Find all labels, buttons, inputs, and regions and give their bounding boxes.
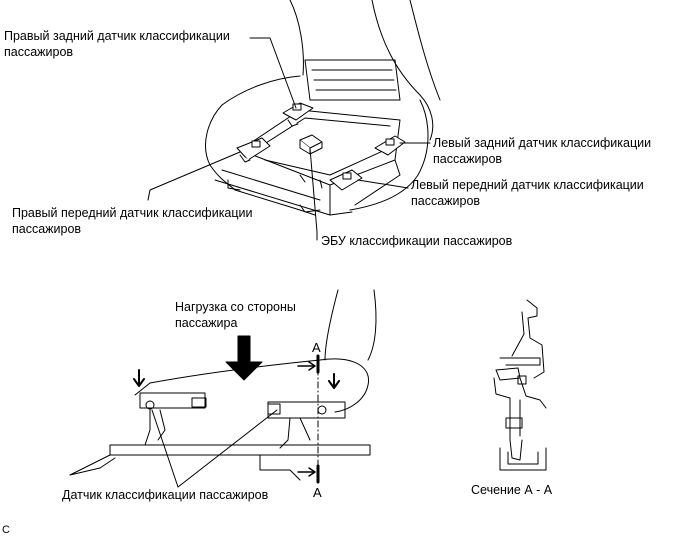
left-rear-sensor-shape — [374, 135, 406, 156]
right-front-sensor-shape — [236, 137, 271, 163]
section-letter-top: A — [312, 340, 321, 355]
section-letter-bottom: A — [313, 485, 322, 500]
seat-back-outline — [289, 0, 441, 141]
section-a-a-drawing — [493, 299, 547, 471]
load-arrow — [225, 335, 263, 381]
label-section-a-a: Сечение А - А — [471, 483, 553, 497]
label-right-rear-sensor: Правый задний датчик классификации пасса… — [4, 29, 230, 59]
seat-side-view — [69, 289, 377, 481]
label-ecu: ЭБУ классификации пассажиров — [321, 234, 513, 248]
ecu-shape — [299, 134, 323, 155]
section-line-a-a — [297, 354, 320, 484]
sensor-arrow-left — [133, 369, 145, 387]
leader-lines-top — [147, 37, 431, 241]
label-passenger-load: Нагрузка со стороны пассажира — [175, 300, 296, 330]
right-rear-sensor-shape — [282, 102, 314, 127]
sensor-arrow-right — [328, 373, 340, 389]
label-sensor: Датчик классификации пассажиров — [62, 488, 269, 502]
leader-lines-bottom — [151, 409, 278, 488]
seat-cushion-outline — [205, 75, 429, 216]
label-left-front-sensor: Левый передний датчик классификации пасс… — [411, 178, 644, 208]
label-right-front-sensor: Правый передний датчик классификации пас… — [12, 206, 253, 236]
left-front-sensor-shape — [329, 169, 363, 191]
figure-code: C — [2, 524, 10, 536]
label-left-rear-sensor: Левый задний датчик классификации пассаж… — [433, 136, 652, 166]
